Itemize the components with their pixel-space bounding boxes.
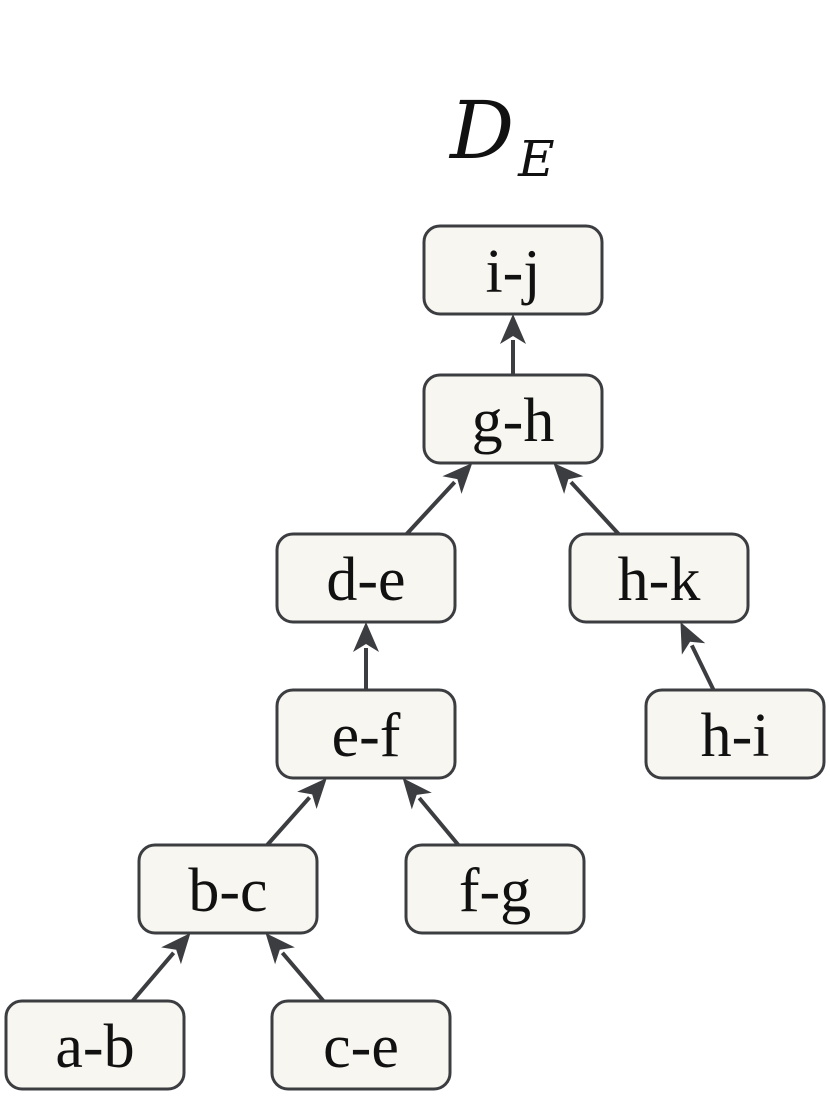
edge-fg-to-ef <box>402 778 460 847</box>
node-fg: f-g <box>404 843 586 935</box>
node-box <box>275 688 457 780</box>
title-main: D <box>448 84 514 177</box>
edge-ce-to-bc <box>265 933 326 1003</box>
nodes-layer: i-j g-h d-e h-k e-f h-i b-c f-g a-b c-e <box>4 224 826 1091</box>
node-box <box>422 373 604 465</box>
edge-hi-to-hk <box>680 622 716 691</box>
edge-hk-to-gh <box>553 463 621 536</box>
arrowhead-icon <box>297 778 327 810</box>
node-box <box>270 999 452 1091</box>
node-box <box>568 532 750 624</box>
edge-bc-to-ef <box>265 778 327 847</box>
arrowhead-icon <box>442 463 473 494</box>
arrowhead-icon <box>500 314 526 344</box>
node-gh: g-h <box>422 373 604 465</box>
node-ef: e-f <box>275 688 457 780</box>
node-label: g-h <box>472 387 555 455</box>
node-hi: h-i <box>644 688 826 780</box>
arrowhead-icon <box>680 622 706 655</box>
edge-line <box>690 644 716 691</box>
node-label: e-f <box>332 702 401 770</box>
diagram-title: DE <box>448 84 555 188</box>
node-box <box>644 688 826 780</box>
node-ab: a-b <box>4 999 186 1091</box>
node-box <box>275 532 457 624</box>
edge-line <box>569 480 621 536</box>
edges-layer <box>130 314 716 1003</box>
node-box <box>404 843 586 935</box>
edge-gh-to-ij <box>500 314 526 375</box>
edge-line <box>265 796 312 847</box>
arrowhead-icon <box>553 463 584 494</box>
node-label: d-e <box>326 546 405 614</box>
node-label: h-k <box>618 546 701 614</box>
node-box <box>137 843 319 935</box>
arrowhead-icon <box>265 933 295 965</box>
node-box <box>4 999 186 1091</box>
edge-line <box>417 796 460 847</box>
node-ij: i-j <box>422 224 604 316</box>
arrowhead-icon <box>161 933 191 965</box>
node-ce: c-e <box>270 999 452 1091</box>
node-label: h-i <box>701 702 770 770</box>
node-label: f-g <box>459 857 531 925</box>
node-box <box>422 224 604 316</box>
node-hk: h-k <box>568 532 750 624</box>
title-text: DE <box>448 84 555 188</box>
edge-line <box>405 480 457 536</box>
node-label: c-e <box>323 1013 399 1081</box>
node-de: d-e <box>275 532 457 624</box>
arrowhead-icon <box>353 622 379 652</box>
edge-ab-to-bc <box>130 933 191 1003</box>
node-bc: b-c <box>137 843 319 935</box>
edge-de-to-gh <box>405 463 473 536</box>
node-label: i-j <box>485 238 540 306</box>
edge-line <box>130 951 176 1003</box>
node-label: b-c <box>188 857 267 925</box>
edge-line <box>280 951 326 1003</box>
edge-ef-to-de <box>353 622 379 690</box>
title-subscript: E <box>517 130 555 188</box>
node-label: a-b <box>55 1013 134 1081</box>
arrowhead-icon <box>402 778 432 810</box>
